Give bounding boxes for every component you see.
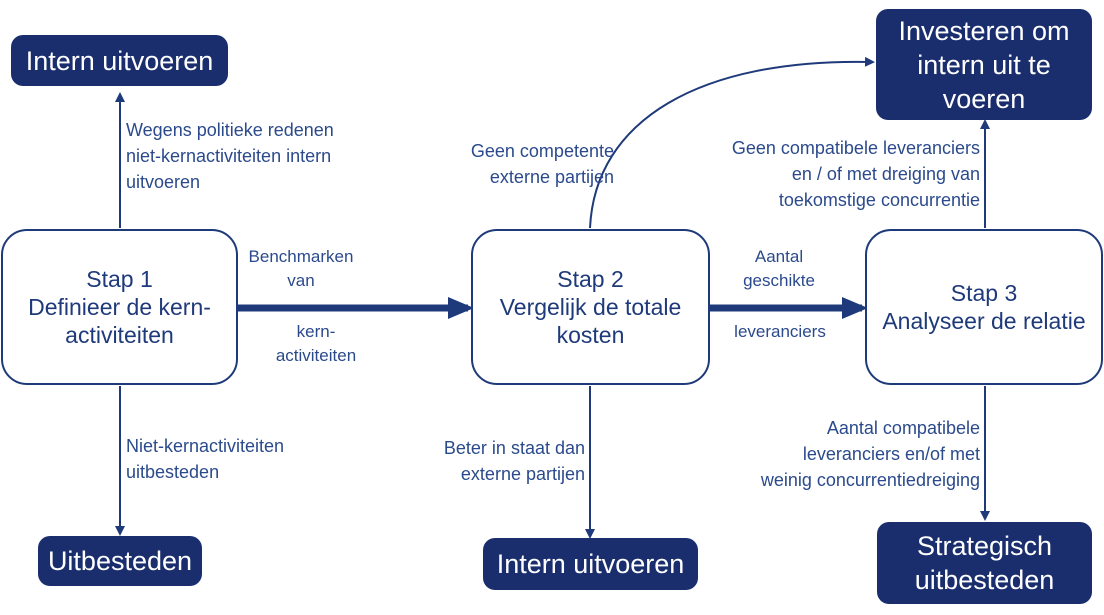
- label-line: Niet-kernactiviteiten: [126, 436, 285, 456]
- label-aantal-top: Aantal geschikte: [724, 245, 834, 293]
- step-heading: Stap 3: [950, 280, 1018, 306]
- step-line1: Vergelijk de totale: [499, 294, 682, 320]
- label-line: Geen competente: [470, 141, 614, 161]
- outcome-intern-uitvoeren-top: Intern uitvoeren: [11, 35, 228, 86]
- outcome-label: Intern uitvoeren: [496, 549, 685, 579]
- label-line: kern-: [296, 322, 336, 341]
- step-heading: Stap 1: [86, 266, 153, 292]
- label-line: Benchmarken: [248, 247, 354, 266]
- label-line: Geen compatibele leveranciers: [731, 138, 980, 158]
- label-line: activiteiten: [275, 346, 357, 365]
- outcome-intern-uitvoeren-mid: Intern uitvoeren: [483, 538, 698, 590]
- label-line: Aantal: [754, 247, 804, 266]
- label-geen-competente: Geen competente externe partijen: [432, 138, 614, 190]
- label-line: van: [287, 271, 315, 290]
- label-politiek: Wegens politieke redenen niet-kernactivi…: [126, 117, 334, 195]
- label-line: Aantal compatibele: [826, 418, 980, 438]
- label-line: externe partijen: [460, 464, 585, 484]
- label-line: toekomstige concurrentie: [778, 190, 980, 210]
- label-aantal-compatibele: Aantal compatibele leveranciers en/of me…: [680, 415, 980, 493]
- label-line: Wegens politieke redenen: [126, 120, 334, 140]
- label-niet-kern: Niet-kernactiviteiten uitbesteden: [126, 433, 284, 485]
- step-heading: Stap 2: [557, 266, 624, 292]
- step-line2: activiteiten: [65, 322, 174, 348]
- outcome-label-line1: Investeren om: [898, 15, 1070, 46]
- outcome-label: Uitbesteden: [47, 546, 193, 576]
- label-line: leveranciers: [734, 322, 826, 341]
- label-line: uitbesteden: [126, 462, 220, 482]
- label-beter: Beter in staat dan externe partijen: [405, 435, 585, 487]
- label-line: weinig concurrentiedreiging: [760, 470, 980, 490]
- outcome-label-line1: Strategisch: [916, 531, 1053, 561]
- label-line: Beter in staat dan: [443, 438, 585, 458]
- label-line: externe partijen: [489, 167, 614, 187]
- step-2-box: Stap 2 Vergelijk de totale kosten: [471, 229, 710, 385]
- step-1-box: Stap 1 Definieer de kern- activiteiten: [1, 229, 238, 385]
- label-line: niet-kernactiviteiten intern: [126, 146, 332, 166]
- label-line: leveranciers en/of met: [802, 444, 980, 464]
- outcome-label-line3: voeren: [942, 83, 1026, 114]
- step-line1: Definieer de kern-: [28, 294, 211, 320]
- label-line: geschikte: [743, 271, 815, 290]
- label-benchmark-top: Benchmarken van: [246, 245, 356, 293]
- label-line: uitvoeren: [126, 172, 201, 192]
- step-line1: Analyseer de relatie: [882, 308, 1086, 334]
- outcome-label: Intern uitvoeren: [25, 45, 214, 76]
- arrow-stap2-curve: [589, 56, 875, 229]
- label-line: en / of met dreiging van: [791, 164, 980, 184]
- label-geen-compatibele: Geen compatibele leveranciers en / of me…: [660, 135, 980, 213]
- outcome-strategisch-uitbesteden: Strategisch uitbesteden: [877, 522, 1092, 604]
- outcome-label-line2: uitbesteden: [914, 565, 1055, 595]
- label-aantal-bottom: leveranciers: [720, 320, 840, 344]
- label-benchmark-bottom: kern- activiteiten: [261, 320, 371, 368]
- outcome-label-line2: intern uit te: [917, 49, 1051, 80]
- outcome-uitbesteden: Uitbesteden: [38, 536, 202, 586]
- outcome-investeren: Investeren om intern uit te voeren: [876, 9, 1092, 120]
- step-3-box: Stap 3 Analyseer de relatie: [865, 229, 1103, 385]
- step-line2: kosten: [556, 322, 625, 348]
